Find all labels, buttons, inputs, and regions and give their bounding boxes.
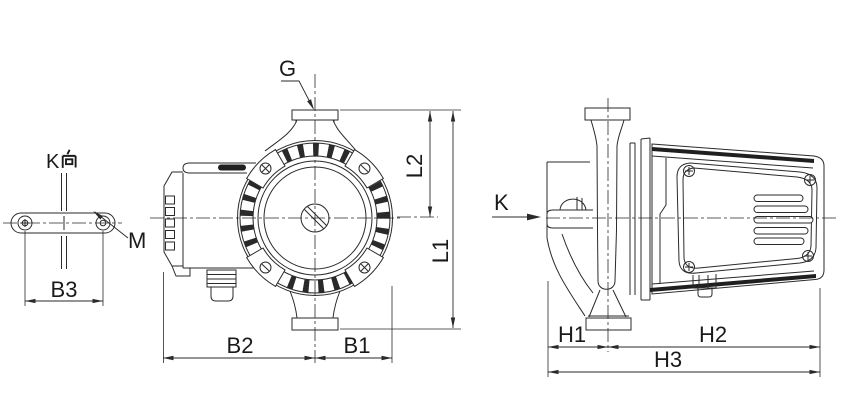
motor-side (650, 143, 825, 298)
b3-arrow-left (25, 298, 36, 304)
side-view: K (492, 98, 838, 377)
g-leader-line (281, 80, 314, 109)
dim-b2: B2 (227, 333, 254, 358)
dim-l1: L1 (428, 239, 453, 263)
dim-l2: L2 (402, 154, 427, 178)
stud-lines (61, 173, 67, 269)
b-dimensions: B2 B1 (163, 272, 393, 363)
b3-arrow-right (92, 298, 103, 304)
lid-slot (218, 164, 246, 171)
terminal-cover (163, 171, 183, 267)
m-leader-arrow (93, 211, 103, 220)
dim-h1: H1 (558, 322, 586, 347)
front-view: G L2 L1 B2 B1 (150, 56, 461, 363)
cable-gland (206, 269, 237, 302)
dim-h2: H2 (699, 322, 727, 347)
g-port-label: G (279, 56, 296, 81)
cover-screws (683, 165, 816, 273)
flange-screws (259, 162, 371, 274)
k-view-title: K (46, 151, 60, 173)
pump-housing-side (546, 107, 651, 331)
dim-b1: B1 (344, 333, 371, 358)
dim-h3: H3 (654, 347, 682, 372)
b3-extension-lines (24, 231, 104, 306)
vent-slots (753, 194, 814, 245)
dim-b3: B3 (51, 277, 78, 302)
g-leader-arrow (307, 99, 314, 110)
k-direction-view: K M B3 (3, 149, 146, 306)
terminal-blocks (165, 195, 175, 251)
h-dimensions: H1 H2 H3 (547, 281, 821, 377)
k-arrow-head (527, 213, 541, 221)
xiang-character-glyph (61, 149, 77, 168)
cooling-slot-ring (240, 143, 390, 293)
k-arrow-label: K (494, 190, 509, 215)
l-dimensions: L2 L1 (340, 109, 461, 330)
terminal-box (163, 162, 256, 302)
top-rail (652, 147, 814, 163)
mounting-clip (692, 274, 717, 298)
thread-size-label: M (128, 228, 146, 253)
bottom-rail (650, 274, 816, 292)
